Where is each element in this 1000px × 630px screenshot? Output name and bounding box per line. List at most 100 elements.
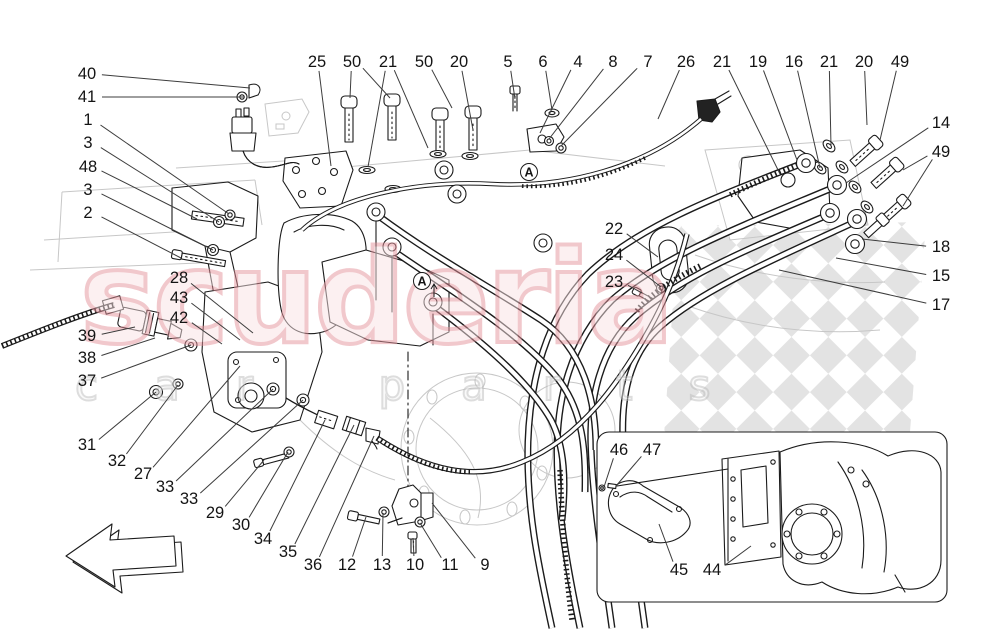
callout-label-7: 7 — [643, 53, 652, 71]
callout-label-24: 24 — [605, 246, 623, 264]
callout-label-21: 21 — [713, 53, 731, 71]
callout-label-23: 23 — [605, 273, 623, 291]
callout-label-3: 3 — [83, 181, 92, 199]
leader-line-8 — [548, 68, 604, 140]
banjo-fittings — [346, 152, 868, 554]
leader-line-44 — [724, 545, 752, 566]
leader-line-21 — [393, 70, 429, 149]
leader-line-17 — [778, 269, 927, 304]
callout-label-20: 20 — [450, 53, 468, 71]
callout-label-32: 32 — [108, 452, 126, 470]
callout-label-50: 50 — [415, 53, 433, 71]
leader-line-31 — [98, 391, 157, 440]
leader-line-4 — [539, 69, 572, 134]
view-marker-circle-0 — [520, 163, 538, 181]
leader-line-48 — [101, 170, 198, 220]
callout-label-21: 21 — [820, 53, 838, 71]
callout-label-26: 26 — [677, 53, 695, 71]
leader-line-40 — [101, 74, 251, 89]
callout-label-11: 11 — [441, 556, 458, 574]
leader-line-7 — [560, 67, 638, 147]
callout-label-48: 48 — [79, 158, 97, 176]
leader-line-11 — [419, 522, 442, 558]
leader-line-6 — [545, 70, 553, 111]
callout-label-29: 29 — [206, 504, 224, 522]
leader-line-25 — [318, 70, 332, 167]
leader-line-2 — [101, 216, 182, 259]
leader-line-49 — [902, 155, 928, 171]
leader-line-22 — [626, 233, 659, 258]
callout-label-16: 16 — [785, 53, 803, 71]
callout-label-27: 27 — [134, 465, 152, 483]
leader-line-23 — [627, 284, 643, 294]
leader-line-36 — [318, 435, 375, 558]
callout-label-44: 44 — [703, 561, 721, 579]
callout-label-12: 12 — [338, 556, 356, 574]
leader-line-35 — [294, 424, 355, 545]
callout-label-37: 37 — [78, 372, 96, 390]
leader-line-20 — [864, 70, 868, 126]
leader-line-39 — [101, 326, 136, 335]
callout-label-43: 43 — [170, 289, 188, 307]
leader-line-43 — [191, 302, 241, 341]
leader-line-14 — [845, 127, 929, 184]
inset-detail-box — [596, 431, 948, 603]
callout-label-36: 36 — [304, 556, 322, 574]
leader-line-46 — [603, 458, 614, 488]
leader-line-5 — [510, 70, 516, 100]
callout-label-50: 50 — [343, 53, 361, 71]
callout-label-49: 49 — [891, 53, 909, 71]
callout-label-42: 42 — [170, 309, 188, 327]
leader-line-1 — [100, 124, 230, 215]
leader-line-27 — [152, 365, 241, 468]
watermark-line2: car parts — [75, 361, 766, 410]
callout-label-20: 20 — [855, 53, 873, 71]
leader-line-21 — [828, 70, 832, 147]
callout-label-18: 18 — [932, 238, 950, 256]
callout-label-22: 22 — [605, 220, 623, 238]
watermark-line1: scuderia — [80, 224, 671, 373]
leader-line-49 — [879, 70, 897, 141]
callout-label-33: 33 — [156, 478, 174, 496]
callout-label-46: 46 — [610, 441, 628, 459]
callout-label-35: 35 — [279, 543, 297, 561]
callout-label-38: 38 — [78, 349, 96, 367]
callout-label-3: 3 — [83, 134, 92, 152]
callout-label-40: 40 — [78, 65, 96, 83]
callout-label-4: 4 — [573, 53, 582, 71]
leader-line-37 — [101, 344, 192, 379]
callout-label-30: 30 — [232, 516, 250, 534]
view-marker-arrow-1 — [430, 283, 438, 297]
leader-line-30 — [248, 451, 289, 518]
leader-line-32 — [125, 384, 179, 455]
leader-line-9 — [431, 502, 476, 559]
callout-label-33: 33 — [180, 490, 198, 508]
callout-label-41: 41 — [78, 88, 96, 106]
callout-label-45: 45 — [670, 561, 688, 579]
view-marker-circle-1 — [413, 272, 431, 290]
leader-line-42 — [191, 322, 223, 345]
checkered-flag-watermark — [664, 222, 926, 436]
leader-line-34 — [269, 419, 326, 532]
callout-label-17: 17 — [932, 296, 950, 314]
callout-label-49: 49 — [932, 143, 950, 161]
callout-label-1: 1 — [83, 111, 92, 129]
callout-label-2: 2 — [83, 204, 92, 222]
callout-label-14: 14 — [932, 114, 950, 132]
leader-line-3 — [100, 147, 220, 223]
callout-label-21: 21 — [379, 53, 397, 71]
leader-line-38 — [101, 337, 156, 356]
leader-line-21 — [728, 69, 781, 175]
leader-line-16 — [797, 70, 821, 169]
leader-line-18 — [861, 238, 927, 247]
callout-label-34: 34 — [254, 530, 272, 548]
leader-line-45 — [658, 523, 674, 562]
leader-line-50 — [362, 67, 391, 99]
leader-line-49 — [902, 159, 933, 207]
leader-line-3 — [101, 193, 214, 251]
callout-label-5: 5 — [503, 53, 512, 71]
leader-line-13 — [381, 512, 384, 557]
leader-line-12 — [352, 516, 367, 557]
